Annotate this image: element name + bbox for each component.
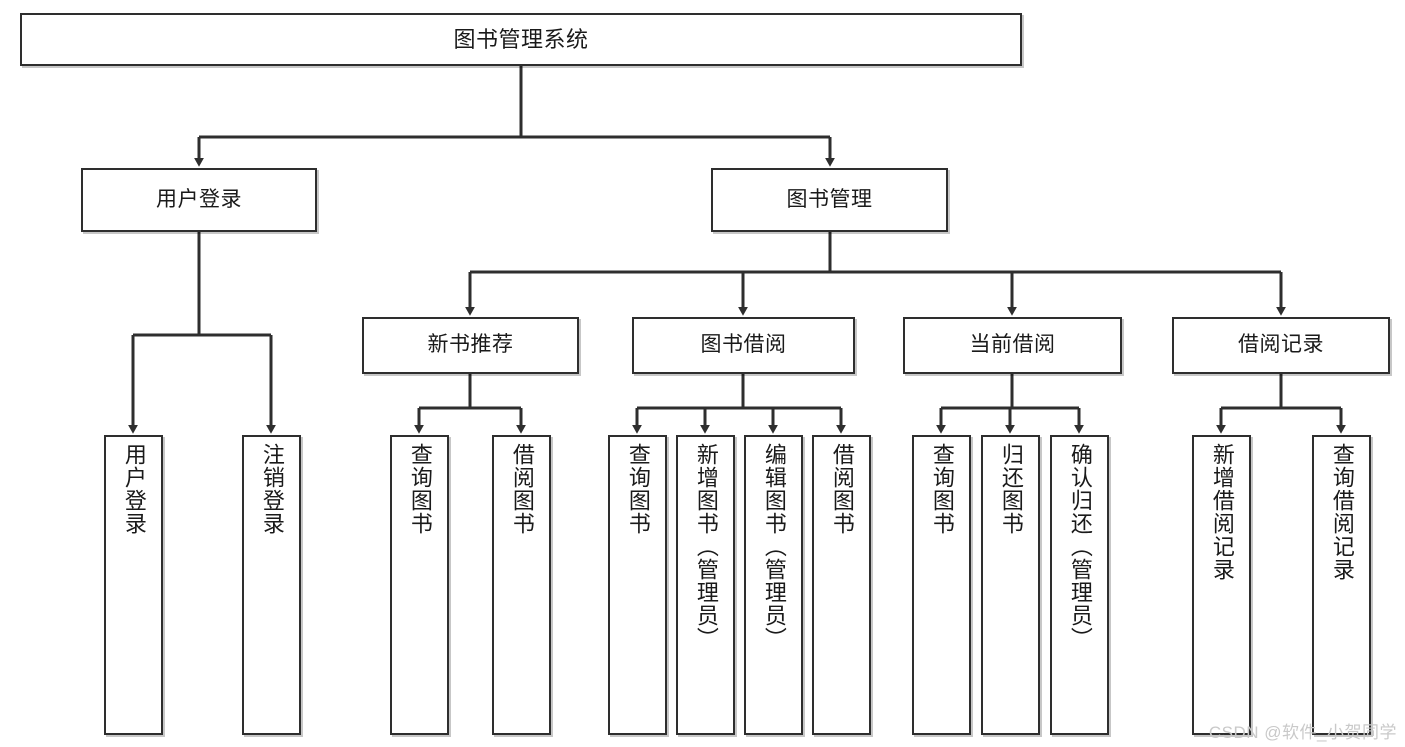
- node-new-book-recommend[interactable]: 新书推荐: [362, 317, 579, 374]
- node-label: 注销登录: [259, 443, 285, 535]
- leaf-borrow-add-book-admin[interactable]: 新增图书（管理员）: [676, 435, 735, 735]
- leaf-current-query-book[interactable]: 查询图书: [912, 435, 971, 735]
- leaf-recommend-query-book[interactable]: 查询图书: [390, 435, 449, 735]
- node-label: 借阅图书: [509, 443, 535, 535]
- leaf-record-query-borrow-record[interactable]: 查询借阅记录: [1312, 435, 1371, 735]
- node-label: 查询图书: [625, 443, 651, 535]
- node-book-borrow[interactable]: 图书借阅: [632, 317, 855, 374]
- node-label: 查询图书: [929, 443, 955, 535]
- node-label: 借阅图书: [829, 443, 855, 535]
- node-label: 当前借阅: [969, 333, 1056, 357]
- leaf-current-confirm-return-admin[interactable]: 确认归还（管理员）: [1050, 435, 1109, 735]
- node-borrow-record[interactable]: 借阅记录: [1172, 317, 1390, 374]
- node-label: 用户登录: [121, 443, 147, 535]
- node-label: 借阅记录: [1238, 333, 1324, 357]
- leaf-record-add-borrow-record[interactable]: 新增借阅记录: [1192, 435, 1251, 735]
- node-label: 新增借阅记录: [1209, 443, 1235, 581]
- leaf-borrow-query-book[interactable]: 查询图书: [608, 435, 667, 735]
- node-label: 图书管理系统: [453, 26, 589, 52]
- node-label: 新书推荐: [427, 333, 514, 357]
- node-current-borrow[interactable]: 当前借阅: [903, 317, 1122, 374]
- node-label: 归还图书: [998, 443, 1024, 535]
- node-label: 图书借阅: [700, 333, 787, 357]
- leaf-logout-login[interactable]: 注销登录: [242, 435, 301, 735]
- node-label: 查询借阅记录: [1329, 443, 1355, 581]
- node-book-management[interactable]: 图书管理: [711, 168, 948, 232]
- leaf-borrow-borrow-book[interactable]: 借阅图书: [812, 435, 871, 735]
- node-label: 新增图书（管理员）: [693, 443, 719, 650]
- watermark-text: CSDN @软件_小贺同学: [1208, 723, 1397, 742]
- leaf-borrow-edit-book-admin[interactable]: 编辑图书（管理员）: [744, 435, 803, 735]
- node-root-system[interactable]: 图书管理系统: [20, 13, 1022, 66]
- leaf-user-login[interactable]: 用户登录: [104, 435, 163, 735]
- node-label: 图书管理: [786, 187, 873, 211]
- node-label: 用户登录: [156, 187, 242, 211]
- node-label: 编辑图书（管理员）: [761, 443, 787, 650]
- leaf-recommend-borrow-book[interactable]: 借阅图书: [492, 435, 551, 735]
- leaf-current-return-book[interactable]: 归还图书: [981, 435, 1040, 735]
- node-label: 查询图书: [407, 443, 433, 535]
- node-user-login[interactable]: 用户登录: [81, 168, 317, 232]
- node-label: 确认归还（管理员）: [1067, 443, 1093, 650]
